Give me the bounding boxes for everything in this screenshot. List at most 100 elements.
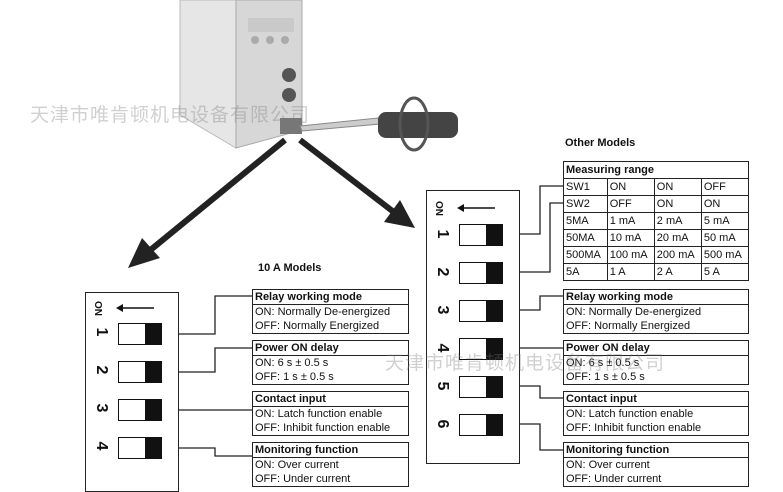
left-monitoring-box: Monitoring function ON: Over current OFF…: [252, 442, 409, 487]
dip-switch-1[interactable]: [118, 323, 162, 345]
table-cell: 50 mA: [700, 229, 750, 247]
dip-switch-3[interactable]: [118, 399, 162, 421]
measuring-range-table: Measuring range SW1 ON ON OFF SW2 OFF ON…: [563, 161, 750, 281]
table-cell: 2 mA: [653, 212, 702, 230]
watermark: 天津市唯肯顿机电设备有限公司: [30, 105, 311, 126]
table-cell: OFF: [700, 178, 750, 196]
box-off: OFF: Under current: [255, 473, 351, 485]
table-cell: 50MA: [563, 229, 608, 247]
box-off: OFF: 1 s ± 0.5 s: [566, 371, 645, 383]
box-on: ON: Latch function enable: [255, 408, 383, 420]
switch-knob: [486, 377, 502, 397]
box-off: OFF: Normally Energized: [255, 320, 380, 332]
switch-knob: [486, 301, 502, 321]
right-on-label: ON: [433, 201, 444, 216]
table-cell: ON: [653, 178, 702, 196]
table-cell: ON: [653, 195, 702, 213]
table-row: SW2 OFF ON ON: [563, 195, 750, 213]
switch-knob: [145, 324, 161, 344]
right-power-delay-box: Power ON delay ON: 6 s ± 0.5 s OFF: 1 s …: [563, 340, 749, 385]
table-row: 50MA 10 mA 20 mA 50 mA: [563, 229, 750, 247]
table-row: 5A 1 A 2 A 5 A: [563, 263, 750, 281]
dip-switch-2[interactable]: [118, 361, 162, 383]
table-row: 5MA 1 mA 2 mA 5 mA: [563, 212, 750, 230]
switch-knob: [145, 400, 161, 420]
switch-knob: [145, 438, 161, 458]
switch-knob: [486, 263, 502, 283]
measuring-range-title: Measuring range: [563, 161, 749, 179]
box-on: ON: Over current: [255, 459, 339, 471]
right-num: 2: [434, 267, 451, 277]
switch-knob: [486, 339, 502, 359]
box-title: Power ON delay: [564, 341, 748, 356]
box-off: OFF: Normally Energized: [566, 320, 691, 332]
table-row: 500MA 100 mA 200 mA 500 mA: [563, 246, 750, 264]
dip-switch-4[interactable]: [118, 437, 162, 459]
table-cell: 20 mA: [653, 229, 702, 247]
table-cell: 5 mA: [700, 212, 750, 230]
watermark: 天津市唯肯顿机电设备有限公司: [385, 353, 666, 374]
table-cell: ON: [606, 178, 655, 196]
dip-switch-4[interactable]: [459, 338, 503, 360]
left-num: 2: [93, 365, 110, 375]
table-cell: 5A: [563, 263, 608, 281]
dip-switch-1[interactable]: [459, 224, 503, 246]
box-off: OFF: Under current: [566, 473, 662, 485]
box-title: Power ON delay: [253, 341, 408, 356]
box-off: OFF: Inhibit function enable: [255, 422, 391, 434]
left-num: 1: [93, 327, 110, 337]
arrow-left-icon: [116, 304, 154, 312]
right-dip-panel: ON 1 2 3 4 5 6: [426, 190, 520, 464]
table-cell: 100 mA: [606, 246, 655, 264]
table-cell: 500 mA: [700, 246, 750, 264]
box-title: Monitoring function: [253, 443, 408, 458]
box-title: Relay working mode: [253, 290, 408, 305]
box-title: Contact input: [564, 392, 748, 407]
left-num: 4: [93, 441, 110, 451]
table-cell: 1 mA: [606, 212, 655, 230]
table-cell: 1 A: [606, 263, 655, 281]
dip-switch-5[interactable]: [459, 376, 503, 398]
box-on: ON: Normally De-energized: [566, 306, 702, 318]
switch-knob: [486, 225, 502, 245]
left-dip-panel: ON 1 2 3 4: [85, 292, 179, 492]
switch-knob: [145, 362, 161, 382]
dip-switch-2[interactable]: [459, 262, 503, 284]
right-num: 5: [434, 381, 451, 391]
table-cell: 5MA: [563, 212, 608, 230]
right-contact-input-box: Contact input ON: Latch function enable …: [563, 391, 749, 436]
box-on: ON: 6 s ± 0.5 s: [566, 357, 640, 369]
table-row: SW1 ON ON OFF: [563, 178, 750, 196]
table-cell: 500MA: [563, 246, 608, 264]
left-contact-input-box: Contact input ON: Latch function enable …: [252, 391, 409, 436]
right-num: 6: [434, 419, 451, 429]
left-num: 3: [93, 403, 110, 413]
switch-knob: [486, 415, 502, 435]
box-on: ON: Over current: [566, 459, 650, 471]
arrow-left-icon: [457, 204, 495, 212]
right-num: 1: [434, 229, 451, 239]
left-on-label: ON: [92, 301, 103, 316]
box-title: Contact input: [253, 392, 408, 407]
box-title: Monitoring function: [564, 443, 748, 458]
box-title: Relay working mode: [564, 290, 748, 305]
right-monitoring-box: Monitoring function ON: Over current OFF…: [563, 442, 749, 487]
box-off: OFF: 1 s ± 0.5 s: [255, 371, 334, 383]
table-cell: 10 mA: [606, 229, 655, 247]
box-off: OFF: Inhibit function enable: [566, 422, 702, 434]
table-cell: 2 A: [653, 263, 702, 281]
left-relay-mode-box: Relay working mode ON: Normally De-energ…: [252, 289, 409, 334]
dip-switch-3[interactable]: [459, 300, 503, 322]
table-cell: SW1: [563, 178, 608, 196]
table-cell: SW2: [563, 195, 608, 213]
left-title: 10 A Models: [258, 262, 322, 274]
box-on: ON: Latch function enable: [566, 408, 694, 420]
dip-switch-6[interactable]: [459, 414, 503, 436]
left-power-delay-box: Power ON delay ON: 6 s ± 0.5 s OFF: 1 s …: [252, 340, 409, 385]
box-on: ON: 6 s ± 0.5 s: [255, 357, 329, 369]
right-relay-mode-box: Relay working mode ON: Normally De-energ…: [563, 289, 749, 334]
table-cell: 200 mA: [653, 246, 702, 264]
table-cell: 5 A: [700, 263, 750, 281]
table-cell: ON: [700, 195, 750, 213]
